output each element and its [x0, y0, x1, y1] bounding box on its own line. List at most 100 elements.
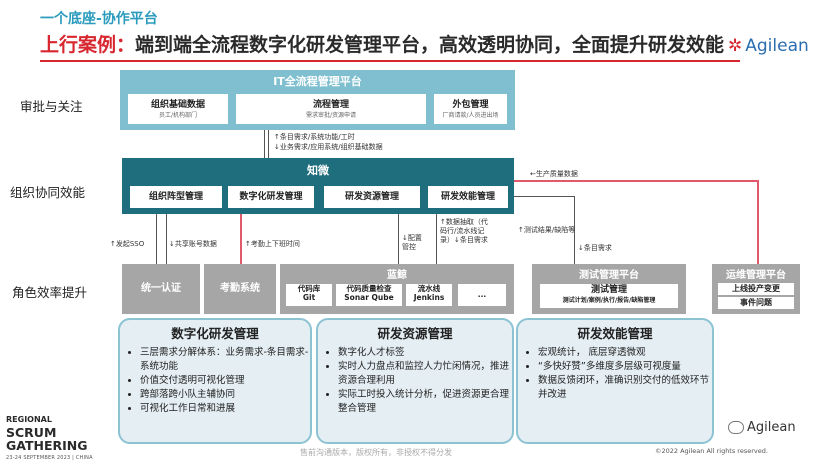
zhiwei-box-resource: 研发资源管理: [324, 186, 420, 208]
tool-product: Sonar Qube: [344, 293, 394, 302]
connector-line: [268, 130, 269, 158]
it-box-org-data: 组织基础数据 员工/机构部门: [128, 94, 228, 124]
card-resource: 研发资源管理 数字化人才标签 实时人力盘点和监控人力忙闲情况，推进资源合理利用 …: [316, 318, 514, 444]
note-data-pull: ↑数据抽取（代码行/流水线记录）↓条目需求: [440, 218, 488, 244]
connector-line: [574, 196, 575, 264]
system-unified-auth: 统一认证: [122, 264, 200, 314]
tool-name: 代码质量检查: [346, 284, 392, 293]
it-platform: IT全流程管理平台 组织基础数据 员工/机构部门 流程管理 需求审批/资源申请 …: [120, 70, 515, 130]
tool-product: Git: [302, 293, 316, 302]
note-account: ↓共享账号数据: [169, 240, 217, 248]
slide-subtitle: 一个底座-协作平台: [40, 11, 158, 27]
tool-product: Jenkins: [413, 293, 445, 302]
row-label-role: 角色效率提升: [12, 285, 88, 300]
tool-name: 代码库: [297, 284, 321, 293]
card-title: 研发效能管理: [577, 326, 653, 341]
card-item: 宏观统计， 底层穿透微观: [538, 346, 712, 360]
event-line1: REGIONAL: [6, 415, 52, 424]
wechat-icon: [728, 421, 744, 434]
card-list: 三层需求分解体系：业务需求-条目需求-系统功能 价值交付透明可视化管理 跨部落跨…: [120, 346, 310, 416]
card-item: 可视化工作日常和进展: [140, 402, 310, 416]
event-line3: GATHERING: [6, 438, 88, 453]
card-title: 研发资源管理: [377, 326, 453, 341]
lanjing-title: 蓝鲸: [387, 270, 407, 281]
card-item: 数字化人才标签: [338, 346, 512, 360]
event-line2: SCRUM: [6, 425, 57, 440]
connector-line: [436, 214, 437, 264]
it-box-sub: 需求审批/资源申请: [305, 112, 357, 119]
test-platform-title: 测试管理平台: [579, 270, 639, 281]
note-up-items: ↑条目需求/系统功能/工时: [274, 133, 355, 141]
card-title: 数字化研发管理: [171, 326, 259, 341]
connector-line: [166, 214, 167, 264]
wechat-name: Agilean: [747, 420, 796, 435]
event-date: 23-24 SEPTEMBER 2023 | CHINA: [6, 455, 93, 461]
card-item: 三层需求分解体系：业务需求-条目需求-系统功能: [140, 346, 310, 374]
test-management-title: 测试管理: [590, 285, 627, 295]
card-item: 实际工时投入统计分析，促进资源更合理整合管理: [338, 388, 512, 416]
system-attendance: 考勤系统: [204, 264, 276, 314]
test-management-box: 测试管理 测试计划/案例/执行/报告/缺陷管理: [540, 284, 678, 308]
slide-title: 上行案例：端到端全流程数字化研发管理平台，高效透明协同，全面提升研发效能: [40, 30, 724, 57]
tool-more: ...: [458, 284, 506, 306]
connector-line: [514, 196, 574, 197]
title-underline: [40, 60, 740, 62]
connector-line: [264, 130, 265, 158]
row-label-approval: 审批与关注: [20, 99, 83, 114]
row-label-collab: 组织协同效能: [10, 185, 86, 200]
note-item-req: ↓条目需求: [578, 244, 612, 252]
note-quality: ←生产质量数据: [530, 170, 578, 178]
card-item: 跨部落跨小队主辅协同: [140, 388, 310, 402]
connector-line: [156, 214, 157, 264]
note-attendance: ↑考勤上下班时间: [245, 240, 300, 248]
ops-item-release: 上线投产变更: [718, 283, 794, 295]
it-box-process: 流程管理 需求审批/资源申请: [236, 94, 426, 124]
card-list: 数字化人才标签 实时人力盘点和监控人力忙闲情况，推进资源合理利用 实际工时投入统…: [318, 346, 512, 416]
it-box-title: 外包管理: [452, 100, 489, 110]
connector-line-red: [240, 214, 242, 264]
card-item: “多快好赞”多维度多层级可视度量: [538, 360, 712, 374]
note-sso: ↑发起SSO: [110, 240, 145, 248]
event-logo: REGIONAL SCRUM GATHERING 23-24 SEPTEMBER…: [6, 413, 93, 465]
it-box-title: 组织基础数据: [150, 100, 205, 110]
card-item: 实时人力盘点和监控人力忙闲情况，推进资源合理利用: [338, 360, 512, 388]
it-box-outsource: 外包管理 厂商请款/人员进出场: [434, 94, 507, 124]
card-list: 宏观统计， 底层穿透微观 “多快好赞”多维度多层级可视度量 数据反馈闭环，准确识…: [518, 346, 712, 402]
ops-item-incident: 事件问题: [718, 297, 794, 309]
it-box-sub: 员工/机构部门: [158, 112, 198, 119]
note-test-results: ↑测试结果/缺陷等: [518, 226, 576, 234]
connector-line-red: [757, 180, 759, 264]
agilean-logo: ✲Agilean: [728, 36, 809, 56]
connector-line: [398, 214, 399, 264]
card-item: 数据反馈闭环，准确识别交付的低效环节并改进: [538, 374, 712, 402]
case-prefix: 上行案例：: [40, 34, 136, 56]
test-management-sub: 测试计划/案例/执行/报告/缺陷管理: [562, 297, 656, 304]
system-test-platform: 测试管理平台 测试管理 测试计划/案例/执行/报告/缺陷管理: [532, 264, 686, 314]
card-item: 价值交付透明可视化管理: [140, 374, 310, 388]
system-ops-platform: 运维管理平台 上线投产变更 事件问题: [712, 264, 800, 314]
zhiwei-box-digital-rd: 数字化研发管理: [228, 186, 314, 208]
card-efficiency: 研发效能管理 宏观统计， 底层穿透微观 “多快好赞”多维度多层级可视度量 数据反…: [516, 318, 714, 444]
it-box-title: 流程管理: [312, 100, 349, 110]
it-box-sub: 厂商请款/人员进出场: [442, 112, 499, 119]
connector-line-red: [514, 180, 758, 182]
note-down-business: ↓业务需求/应用系统/组织基础数据: [274, 143, 383, 151]
zhiwei-platform: 知微 组织阵型管理 数字化研发管理 研发资源管理 研发效能管理: [122, 158, 514, 214]
case-text: 端到端全流程数字化研发管理平台，高效透明协同，全面提升研发效能: [135, 34, 725, 56]
wechat-badge: Agilean: [728, 420, 796, 435]
it-platform-title: IT全流程管理平台: [273, 75, 362, 88]
footer-notice: 售前沟通版本，版权所有，非授权不得分发: [300, 448, 452, 457]
zhiwei-title: 知微: [307, 164, 329, 177]
ops-platform-title: 运维管理平台: [726, 270, 786, 281]
zhiwei-box-org: 组织阵型管理: [130, 186, 222, 208]
card-digital-rd: 数字化研发管理 三层需求分解体系：业务需求-条目需求-系统功能 价值交付透明可视…: [118, 318, 312, 444]
footer-copyright: ©2022 Agilean All rights reserved.: [655, 447, 768, 455]
logo-mark-icon: ✲: [728, 36, 743, 56]
logo-text: Agilean: [745, 36, 809, 56]
note-config: ↓配置管控: [402, 234, 422, 251]
tool-name: 流水线: [417, 284, 441, 293]
